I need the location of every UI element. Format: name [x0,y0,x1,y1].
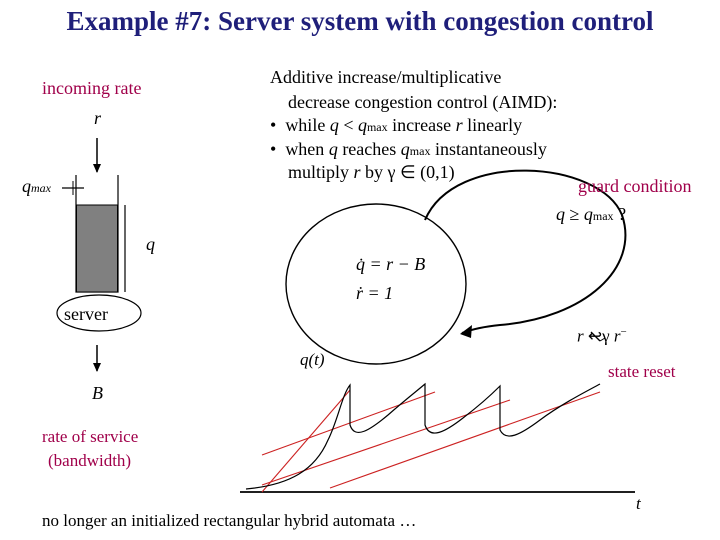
qmax-label: qmax [22,176,51,196]
q-of-t-label: q(t) [300,350,325,369]
linear-increase-lines [261,389,601,493]
bullet-glyph: • [270,115,277,135]
bandwidth-label: (bandwidth) [48,451,132,470]
t-axis-label: t [636,494,641,513]
page-title: Example #7: Server system with congestio… [66,6,654,36]
aimd-line-1: Additive increase/multiplicative [270,67,502,87]
server-ellipse [56,294,142,332]
r-label: r [94,108,102,128]
dynamics-equation-q: q̇ = r − B [356,254,426,274]
queue-fill [76,204,118,293]
rate-of-service-label: rate of service [42,427,139,446]
aimd-bullet-1: • while q < qmax increase r linearly [270,115,523,135]
q-label: q [146,234,155,254]
aimd-line-5: multiply r by γ ∈ (0,1) [288,162,455,182]
q-of-t-curve [245,382,601,490]
dynamics-equation-r: ṙ = 1 [356,283,394,303]
bullet-glyph: • [270,139,277,159]
footer-note: no longer an initialized rectangular hyb… [42,511,417,530]
guard-expression: q ≥ qmax ? [556,204,627,224]
self-loop-transition [424,169,627,334]
incoming-rate-label: incoming rate [42,78,142,98]
aimd-line-2: decrease congestion control (AIMD): [288,92,558,112]
aimd-bullet-2: • when q reaches qmax instantaneously [270,139,547,159]
guard-condition-label: guard condition [578,176,692,196]
automaton-state [285,203,467,365]
reset-expression: r ↩γ r− [577,326,627,346]
server-label: server [64,304,108,324]
b-label: B [92,383,103,403]
state-reset-label: state reset [608,362,676,381]
